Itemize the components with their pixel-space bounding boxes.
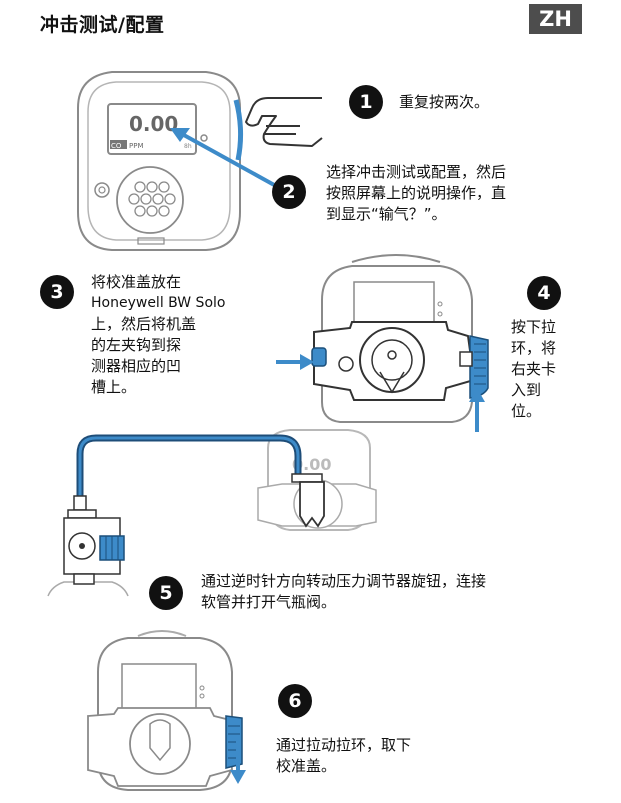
step-5-text: 通过逆时针方向转动压力调节器旋钮，连接 软管并打开气瓶阀。 <box>201 571 486 613</box>
step-6-text: 通过拉动拉环，取下 校准盖。 <box>276 735 411 777</box>
step-4-line: 环，将 <box>511 339 557 357</box>
screen-unit-label: PPM <box>129 142 143 150</box>
step-2-badge: 2 <box>272 175 306 209</box>
arrow-icon <box>230 740 246 784</box>
step-4-line: 右夹卡 <box>511 360 557 378</box>
step-4-line: 入到 <box>511 381 542 399</box>
step-2-line: 到显示“输气？”。 <box>326 205 447 223</box>
step-3-line: 将校准盖放在 <box>91 273 182 291</box>
step-4-badge: 4 <box>527 276 561 310</box>
screen-gas-label: CO <box>111 142 122 150</box>
step-3-line: Honeywell BW Solo <box>91 295 226 311</box>
page-title: 冲击测试/配置 <box>40 14 165 36</box>
step-4-line: 位。 <box>511 402 542 420</box>
step-1-text: 重复按两次。 <box>399 93 490 111</box>
arrow-icon <box>170 128 277 188</box>
step-5-line: 通过逆时针方向转动压力调节器旋钮，连接 <box>201 572 487 590</box>
step-2-line: 按照屏幕上的说明操作，直 <box>326 184 507 202</box>
detector-with-hose-illustration: 0.00 <box>76 429 377 531</box>
step-6-line: 通过拉动拉环，取下 <box>276 736 412 754</box>
step-4-text: 按下拉 环，将 右夹卡 入到 位。 <box>511 317 556 422</box>
step-3-line: 测器相应的凹 <box>91 357 182 375</box>
hand-press-icon <box>245 97 323 147</box>
step-2-line: 选择冲击测试或配置，然后 <box>326 163 507 181</box>
step-5-badge: 5 <box>149 576 183 610</box>
screen-small-label: 8h <box>184 143 192 150</box>
step-4-line: 按下拉 <box>511 318 557 336</box>
step-5-line: 软管并打开气瓶阀。 <box>201 593 337 611</box>
arrow-icon <box>276 354 485 432</box>
step-6-line: 校准盖。 <box>276 757 337 775</box>
step-3-text: 将校准盖放在 Honeywell BW Solo 上，然后将机盖 的左夹钩到探 … <box>91 272 225 398</box>
detector-front-illustration: 0.00 CO PPM 8h <box>77 71 244 251</box>
step-3-line: 的左夹钩到探 <box>91 336 182 354</box>
language-badge: ZH <box>529 4 582 34</box>
step-3-line: 上，然后将机盖 <box>91 315 197 333</box>
detector-removing-cap-illustration <box>87 630 243 791</box>
step-3-line: 槽上。 <box>91 378 137 396</box>
step-3-badge: 3 <box>40 275 74 309</box>
step-6-badge: 6 <box>278 684 312 718</box>
screen-reading: 0.00 <box>129 112 178 136</box>
step-1-badge: 1 <box>349 85 383 119</box>
svg-text:0.00: 0.00 <box>292 455 331 474</box>
regulator-icon <box>47 495 129 597</box>
detector-with-cap-illustration <box>311 254 489 423</box>
step-2-text: 选择冲击测试或配置，然后 按照屏幕上的说明操作，直 到显示“输气？”。 <box>326 162 506 225</box>
